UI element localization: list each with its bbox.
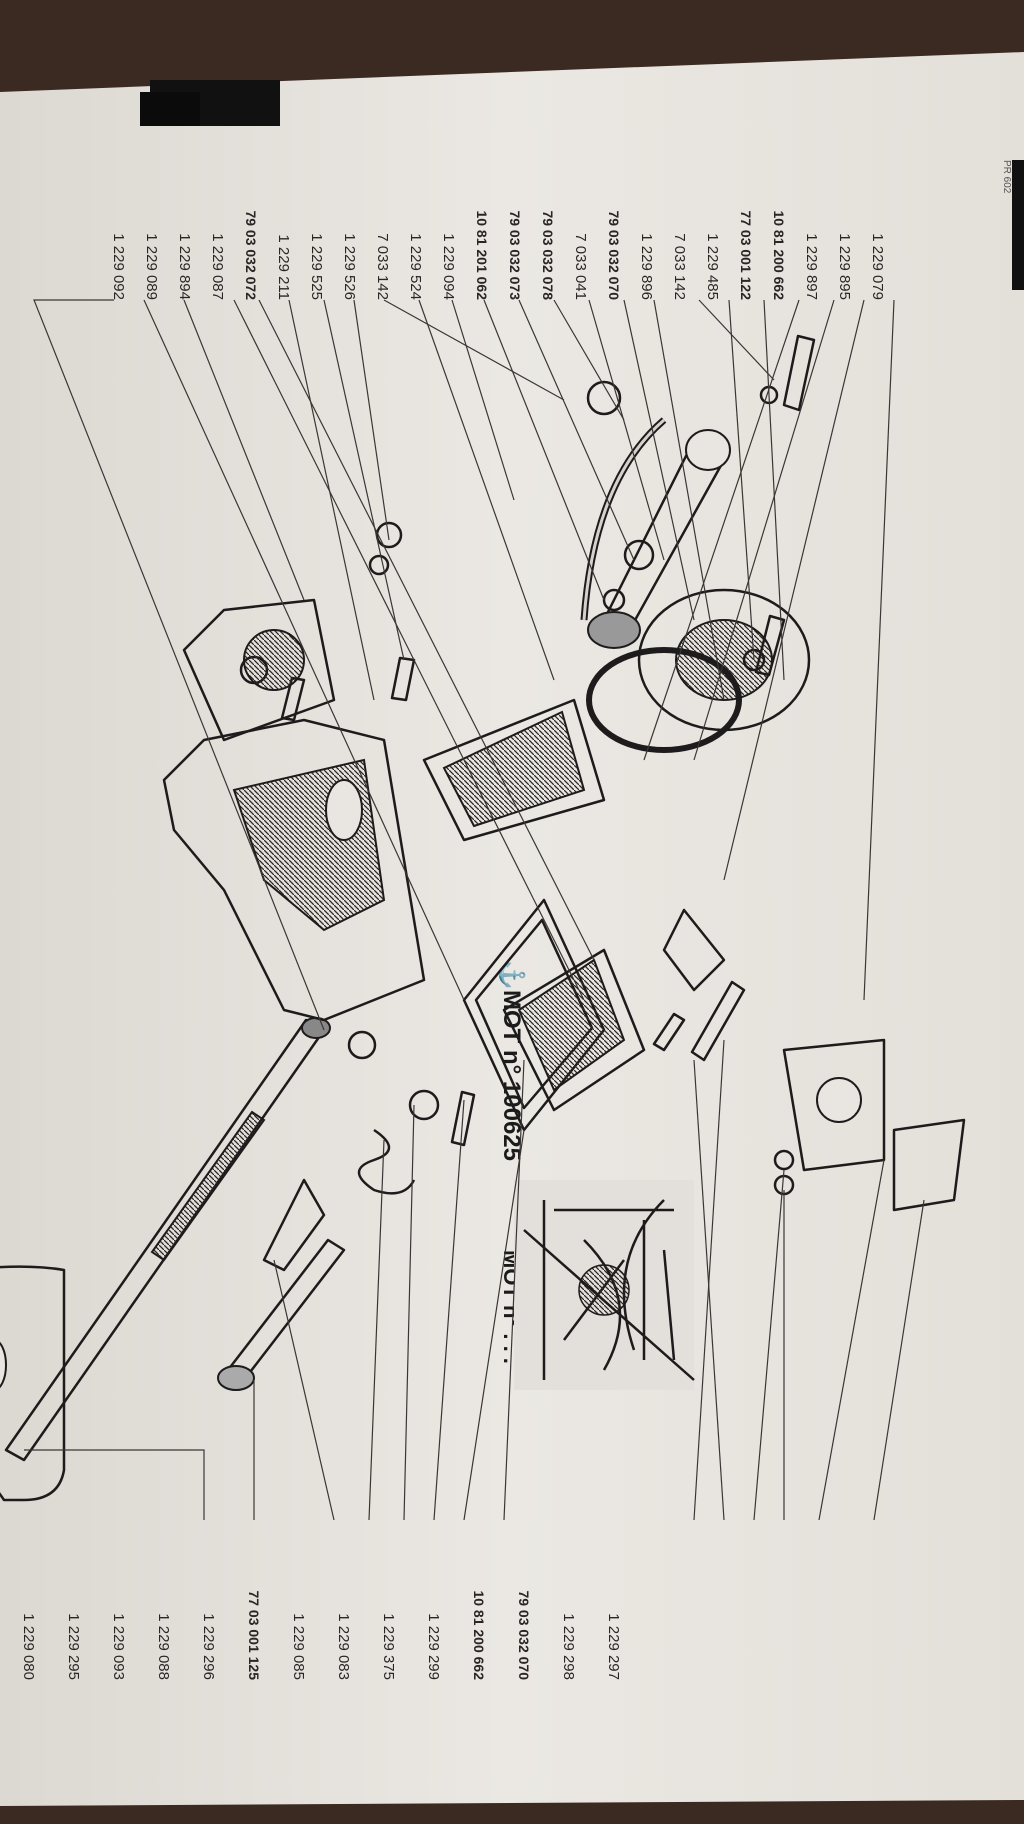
dowel-pin	[690, 980, 746, 1062]
lever-shaft-end	[217, 1365, 255, 1391]
paper-sheet	[0, 52, 1024, 1806]
page-corner-code: PR 602	[1001, 160, 1012, 194]
nut-3	[375, 521, 403, 549]
part-number-label: 10 81 200 662	[471, 1590, 487, 1680]
bolt-top	[782, 334, 816, 412]
part-number-label: 1 229 524	[407, 233, 424, 300]
pipe-end-2	[587, 611, 641, 649]
thermostat-housing	[182, 598, 336, 742]
part-number-label: 1 229 485	[704, 233, 721, 300]
dowel-pin-2	[652, 1012, 686, 1052]
pipe-end	[685, 429, 731, 471]
part-number-label: 7 033 142	[671, 233, 688, 300]
part-number-label: 1 229 525	[308, 233, 325, 300]
flange-bore	[816, 1077, 862, 1123]
page-content: MOT n° 100625 MOT n° . . . ⚓ PR 602	[0, 160, 1024, 1680]
nut-2	[623, 539, 655, 571]
part-number-label: 1 229 094	[440, 233, 457, 300]
part-number-label: 1 229 211	[275, 234, 292, 300]
part-number-label: 1 229 298	[560, 1613, 577, 1680]
corner-bar	[1012, 160, 1024, 290]
part-number-label: 1 229 083	[335, 1613, 352, 1680]
exploded-parts-diagram	[0, 334, 966, 1502]
housing-cover-plate	[502, 948, 646, 1112]
part-number-label: 1 229 896	[638, 233, 655, 300]
shaft-spline	[150, 1110, 266, 1262]
lever-arm	[262, 1178, 326, 1272]
thermostat-dome	[243, 629, 305, 691]
return-spring	[357, 1128, 416, 1195]
screw	[450, 1090, 476, 1147]
outlet-flange	[782, 1038, 886, 1172]
part-number-label: 1 229 093	[110, 1613, 127, 1680]
anchor-symbol: ⚓	[498, 960, 526, 990]
nut	[586, 380, 622, 416]
neck-hatch	[442, 710, 586, 828]
part-number-label: 1 229 080	[20, 1613, 37, 1680]
base-plate-gasket	[0, 1265, 66, 1502]
small-gasket	[662, 908, 726, 992]
stud	[390, 656, 416, 702]
part-number-label: 79 03 032 072	[243, 210, 259, 300]
outlet-neck	[422, 698, 606, 842]
part-number-label: 1 229 297	[605, 1613, 622, 1680]
part-number-label: 1 229 092	[110, 233, 127, 300]
part-number-label: 10 81 200 662	[771, 210, 787, 300]
leader-lines	[24, 299, 925, 1521]
washer-5	[773, 1149, 795, 1171]
part-number-label: 79 03 032 078	[540, 210, 556, 300]
part-number-label: 79 03 032 073	[507, 210, 523, 300]
engine-inset-illustration	[514, 1180, 695, 1390]
part-number-label: 1 229 296	[200, 1613, 217, 1680]
part-number-label: 1 229 299	[425, 1613, 442, 1680]
black-tab-mark-2	[140, 92, 200, 126]
part-number-label: 79 03 032 070	[516, 1590, 532, 1680]
part-number-label: 1 229 088	[155, 1613, 172, 1680]
flange-gasket	[892, 1118, 966, 1212]
part-number-label: 1 229 894	[176, 233, 193, 300]
part-number-label: 1 229 895	[836, 233, 853, 300]
pump-gasket-ring	[586, 647, 742, 753]
bushing	[408, 1089, 440, 1121]
shaft-end	[301, 1017, 331, 1039]
part-number-label: 1 229 897	[803, 233, 820, 300]
part-number-label: 1 229 526	[341, 233, 358, 300]
cover-plate-hatch	[517, 958, 626, 1092]
part-number-label: 79 03 032 070	[606, 210, 622, 300]
part-number-label: 1 229 089	[143, 233, 160, 300]
right-part-number-column: 1 229 092 1 229 089 1 229 894 1 229 087 79 0…	[110, 210, 886, 300]
housing-bore	[325, 779, 363, 841]
part-number-label: 77 03 001 125	[246, 1590, 262, 1680]
part-number-label: 1 229 079	[869, 233, 886, 300]
part-number-label: 7 033 041	[572, 233, 589, 300]
part-number-label: 77 03 001 122	[738, 210, 754, 300]
part-number-label: 10 81 201 062	[474, 210, 490, 300]
washer-3	[742, 648, 766, 672]
plate-hole	[0, 1339, 7, 1391]
left-part-number-column: 1 229 080 1 229 295 1 229 093 1 229 088 1 22…	[20, 1590, 622, 1680]
washer	[347, 1030, 377, 1060]
part-number-label: 1 229 085	[290, 1613, 307, 1680]
part-number-label: 1 229 087	[209, 233, 226, 300]
washer-4	[368, 554, 390, 576]
part-number-label: 7 033 142	[374, 233, 391, 300]
bolt-middle	[754, 614, 786, 677]
part-number-label: 1 229 295	[65, 1613, 82, 1680]
part-number-label: 1 229 375	[380, 1613, 397, 1680]
